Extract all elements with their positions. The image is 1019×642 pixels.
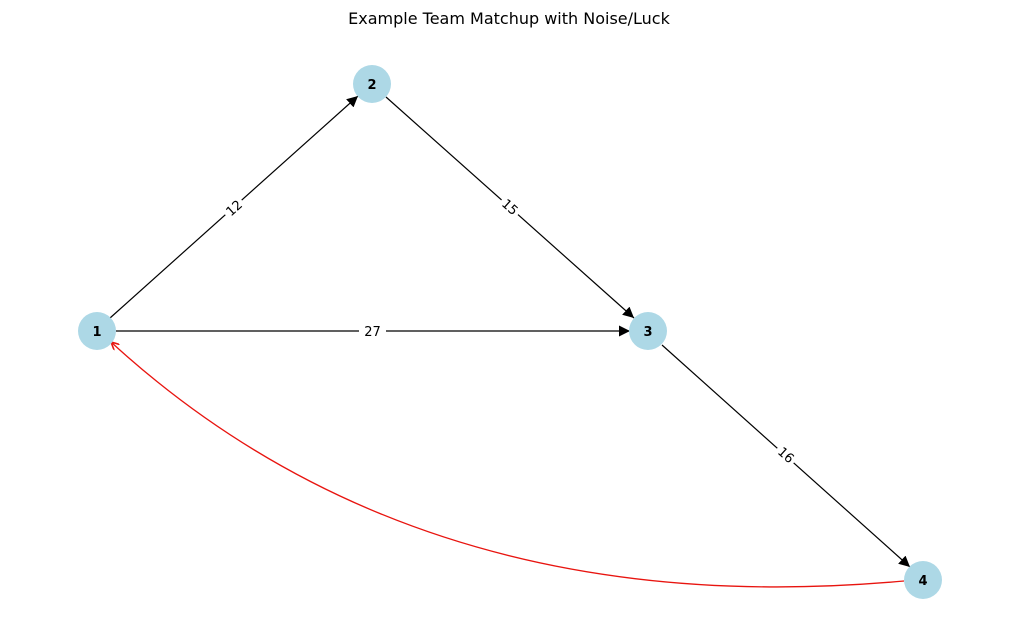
node-label: 2 <box>367 78 376 93</box>
edge-label-background <box>496 192 525 221</box>
edge-4-1 <box>111 342 905 588</box>
node-label: 4 <box>918 574 927 589</box>
edge-2-3: 15 <box>385 96 635 319</box>
node-4: 4 <box>904 561 942 599</box>
edge-3-4: 16 <box>661 344 911 568</box>
edge-1-3: 27 <box>116 322 630 340</box>
edge-label-background <box>772 440 801 469</box>
edge-label: 27 <box>364 325 381 340</box>
node-circle <box>629 312 667 350</box>
edge-label: 12 <box>223 198 245 220</box>
node-label: 1 <box>92 325 101 340</box>
node-3: 3 <box>629 312 667 350</box>
node-circle <box>78 312 116 350</box>
edge-1-2: 12 <box>109 95 359 319</box>
node-circle <box>904 561 942 599</box>
node-circle <box>353 65 391 103</box>
diagram-title: Example Team Matchup with Noise/Luck <box>348 9 670 28</box>
edge-label-background <box>219 193 248 222</box>
node-2: 2 <box>353 65 391 103</box>
node-1: 1 <box>78 312 116 350</box>
edge-label-background <box>359 322 386 340</box>
node-label: 3 <box>643 325 652 340</box>
edge-curve <box>111 342 905 588</box>
